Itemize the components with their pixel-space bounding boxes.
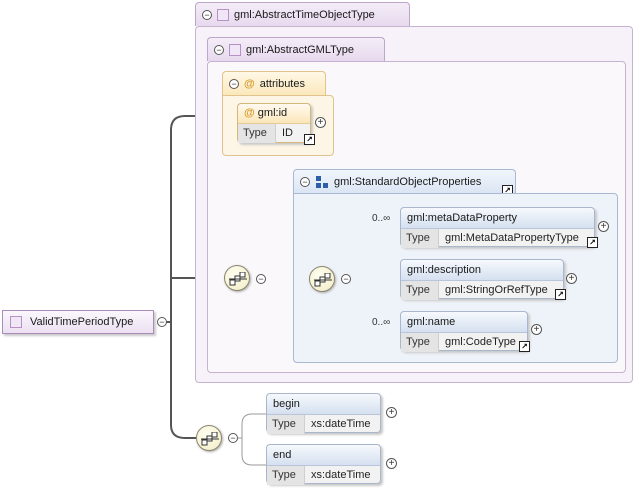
- type-key: Type: [401, 281, 439, 300]
- complex-type-icon: [10, 316, 22, 328]
- sequence-icon[interactable]: [309, 266, 335, 292]
- type-key: Type: [238, 124, 276, 143]
- type-value: xs:dateTime: [311, 469, 371, 481]
- collapse-icon[interactable]: −: [157, 317, 167, 327]
- collapse-icon[interactable]: −: [300, 176, 310, 187]
- link-icon[interactable]: ↗: [304, 134, 315, 145]
- collapse-icon[interactable]: −: [256, 274, 266, 284]
- type-value: gml:MetaDataPropertyType: [445, 232, 579, 244]
- expand-icon[interactable]: +: [386, 407, 397, 418]
- element-name: gml:metaDataProperty: [401, 208, 594, 229]
- type-key: Type: [267, 415, 305, 434]
- attribute-icon: @: [244, 77, 255, 90]
- type-value: gml:StringOrRefType: [445, 284, 548, 296]
- complex-type-icon: [229, 43, 241, 56]
- attribute-id[interactable]: @ gml:id Type ID: [237, 103, 311, 143]
- expand-icon[interactable]: +: [315, 117, 326, 128]
- sequence-icon[interactable]: [196, 425, 222, 451]
- element-name: begin: [267, 394, 380, 415]
- expand-icon[interactable]: +: [386, 458, 397, 469]
- element-metadataproperty[interactable]: gml:metaDataProperty Type gml:MetaDataPr…: [400, 207, 595, 248]
- element-name: gml:description: [401, 260, 563, 281]
- element-description[interactable]: gml:description Type gml:StringOrRefType: [400, 259, 564, 300]
- expand-icon[interactable]: +: [531, 324, 542, 335]
- root-label: ValidTimePeriodType: [30, 316, 134, 328]
- abstract-gml-tab[interactable]: − gml:AbstractGMLType: [207, 37, 385, 61]
- collapse-icon[interactable]: −: [202, 9, 212, 20]
- abstract-time-object-label: gml:AbstractTimeObjectType: [234, 8, 375, 21]
- element-name-gml[interactable]: gml:name Type gml:CodeType: [400, 311, 528, 352]
- link-icon[interactable]: ↗: [587, 237, 598, 248]
- element-begin[interactable]: begin Type xs:dateTime: [266, 393, 381, 434]
- standard-object-properties-tab[interactable]: − gml:StandardObjectProperties: [293, 169, 516, 193]
- collapse-icon[interactable]: −: [214, 44, 224, 55]
- abstract-time-object-tab[interactable]: − gml:AbstractTimeObjectType: [195, 2, 410, 26]
- standard-object-properties-label: gml:StandardObjectProperties: [334, 175, 482, 188]
- occurrence-label: 0..∞: [372, 213, 391, 224]
- collapse-icon[interactable]: −: [229, 78, 239, 89]
- element-name: gml:name: [401, 312, 527, 333]
- type-value: xs:dateTime: [311, 418, 371, 430]
- expand-icon[interactable]: +: [598, 221, 609, 232]
- type-key: Type: [401, 333, 439, 352]
- attributes-label: attributes: [259, 77, 305, 90]
- attribute-id-name: gml:id: [257, 107, 288, 119]
- abstract-gml-label: gml:AbstractGMLType: [246, 43, 354, 56]
- link-icon[interactable]: ↗: [555, 289, 566, 300]
- attributes-tab[interactable]: − @ attributes: [222, 71, 326, 95]
- type-key: Type: [401, 229, 439, 248]
- group-icon: [316, 175, 328, 188]
- element-end[interactable]: end Type xs:dateTime: [266, 444, 381, 485]
- link-icon[interactable]: ↗: [519, 341, 530, 352]
- sequence-icon[interactable]: [224, 265, 250, 291]
- type-value: ID: [282, 127, 293, 139]
- type-key: Type: [267, 466, 305, 485]
- element-name: end: [267, 445, 380, 466]
- attribute-icon: @: [244, 107, 255, 119]
- occurrence-label: 0..∞: [372, 317, 391, 328]
- expand-icon[interactable]: +: [566, 273, 577, 284]
- collapse-icon[interactable]: −: [341, 274, 351, 284]
- type-value: gml:CodeType: [445, 336, 516, 348]
- complex-type-icon: [217, 8, 229, 21]
- collapse-icon[interactable]: −: [228, 433, 238, 443]
- root-complex-type[interactable]: ValidTimePeriodType: [2, 310, 154, 334]
